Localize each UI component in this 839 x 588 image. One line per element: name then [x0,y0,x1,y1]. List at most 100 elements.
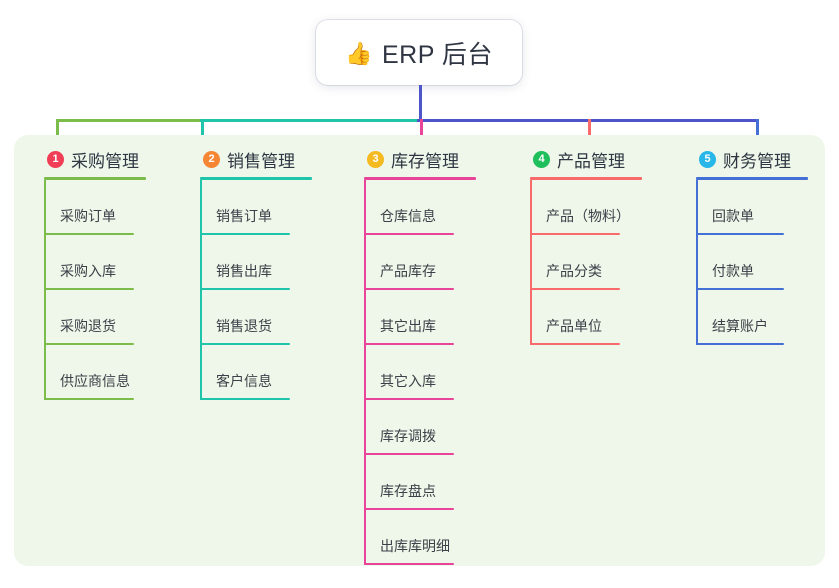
leaf-item-rule [530,288,620,290]
leaf-item-label: 销售订单 [216,208,272,224]
branch-body-3: 仓库信息产品库存其它出库其它入库库存调拨库存盘点出库库明细 [364,180,476,565]
leaf-item[interactable]: 结算账户 [696,290,808,345]
leaf-item[interactable]: 付款单 [696,235,808,290]
branch-header-rule-3 [364,177,476,180]
branch-spine-2 [200,180,202,400]
root-stem [419,85,422,122]
bus-segment-green [56,119,202,122]
branch-spine-1 [44,180,46,400]
branch-title-5: 财务管理 [723,151,791,171]
leaf-item-rule [364,343,454,345]
branch-header-1[interactable]: 1 采购管理 [44,147,146,171]
leaf-item-rule [44,288,134,290]
leaf-item[interactable]: 采购订单 [44,180,146,235]
leaf-item-rule [364,563,454,565]
leaf-item-label: 采购入库 [60,263,116,279]
root-node-label: 👍 ERP 后台 [345,35,493,71]
leaf-item-label: 客户信息 [216,373,272,389]
leaf-item-rule [44,343,134,345]
branch-spine-4 [530,180,532,345]
branch-title-3: 库存管理 [391,151,459,171]
leaf-item-rule [200,288,290,290]
leaf-item-rule [696,233,784,235]
leaf-item[interactable]: 销售出库 [200,235,312,290]
leaf-item[interactable]: 库存盘点 [364,455,476,510]
bus-segment-blue [417,119,757,122]
leaf-item-rule [44,233,134,235]
leaf-item[interactable]: 产品（物料） [530,180,642,235]
leaf-item[interactable]: 其它出库 [364,290,476,345]
leaf-item-label: 其它入库 [380,373,436,389]
branch-header-4[interactable]: 4 产品管理 [530,147,642,171]
leaf-item[interactable]: 产品单位 [530,290,642,345]
branch-body-2: 销售订单销售出库销售退货客户信息 [200,180,312,400]
branch-badge-2: 2 [203,150,220,168]
leaf-item-rule [696,343,784,345]
root-node[interactable]: 👍 ERP 后台 [316,20,522,85]
branch-column-2: 2 销售管理销售订单销售出库销售退货客户信息 [200,147,312,400]
leaf-item-rule [200,398,290,400]
leaf-item-label: 仓库信息 [380,208,436,224]
leaf-item[interactable]: 产品分类 [530,235,642,290]
branch-header-rule-1 [44,177,146,180]
leaf-item[interactable]: 回款单 [696,180,808,235]
leaf-item[interactable]: 出库库明细 [364,510,476,565]
leaf-item[interactable]: 客户信息 [200,345,312,400]
leaf-item-label: 产品库存 [380,263,436,279]
leaf-item-label: 销售退货 [216,318,272,334]
leaf-item[interactable]: 采购退货 [44,290,146,345]
branches-panel [14,135,825,566]
branch-title-2: 销售管理 [227,151,295,171]
leaf-item[interactable]: 库存调拨 [364,400,476,455]
leaf-item-label: 回款单 [712,208,754,224]
leaf-item-rule [530,233,620,235]
leaf-item-label: 库存调拨 [380,428,436,444]
leaf-item-rule [200,343,290,345]
leaf-item-label: 出库库明细 [380,538,450,554]
leaf-item-rule [200,233,290,235]
branch-header-2[interactable]: 2 销售管理 [200,147,312,171]
leaf-item-rule [364,508,454,510]
leaf-item[interactable]: 其它入库 [364,345,476,400]
branch-column-3: 3 库存管理仓库信息产品库存其它出库其它入库库存调拨库存盘点出库库明细 [364,147,476,565]
branch-column-4: 4 产品管理产品（物料） 产品分类产品单位 [530,147,642,345]
root-node-text: ERP 后台 [382,40,493,69]
leaf-item[interactable]: 供应商信息 [44,345,146,400]
thumbs-up-icon: 👍 [345,40,373,66]
bus-segment-teal [200,119,419,122]
branch-header-rule-4 [530,177,642,180]
leaf-item-label: 采购退货 [60,318,116,334]
branch-badge-1: 1 [47,150,64,168]
leaf-item-label: 产品分类 [546,263,602,279]
leaf-item[interactable]: 仓库信息 [364,180,476,235]
branch-title-4: 产品管理 [557,151,625,171]
branch-header-3[interactable]: 3 库存管理 [364,147,476,171]
leaf-item-label: 库存盘点 [380,483,436,499]
leaf-item-rule [364,398,454,400]
leaf-item[interactable]: 销售退货 [200,290,312,345]
branch-column-1: 1 采购管理采购订单采购入库采购退货供应商信息 [44,147,146,400]
branch-body-4: 产品（物料） 产品分类产品单位 [530,180,642,345]
leaf-item[interactable]: 销售订单 [200,180,312,235]
branch-badge-4: 4 [533,150,550,168]
leaf-item-label: 销售出库 [216,263,272,279]
leaf-item-label: 其它出库 [380,318,436,334]
leaf-item-rule [364,288,454,290]
leaf-item-label: 产品单位 [546,318,602,334]
leaf-item[interactable]: 产品库存 [364,235,476,290]
branch-title-1: 采购管理 [71,151,139,171]
branch-body-5: 回款单付款单结算账户 [696,180,808,345]
leaf-item-label: 结算账户 [712,318,768,334]
branch-header-rule-5 [696,177,808,180]
leaf-item-rule [364,233,454,235]
leaf-item-rule [530,343,620,345]
leaf-item-rule [364,453,454,455]
leaf-item-label: 付款单 [712,263,754,279]
branch-body-1: 采购订单采购入库采购退货供应商信息 [44,180,146,400]
branch-badge-3: 3 [367,150,384,168]
leaf-item[interactable]: 采购入库 [44,235,146,290]
branch-spine-3 [364,180,366,565]
